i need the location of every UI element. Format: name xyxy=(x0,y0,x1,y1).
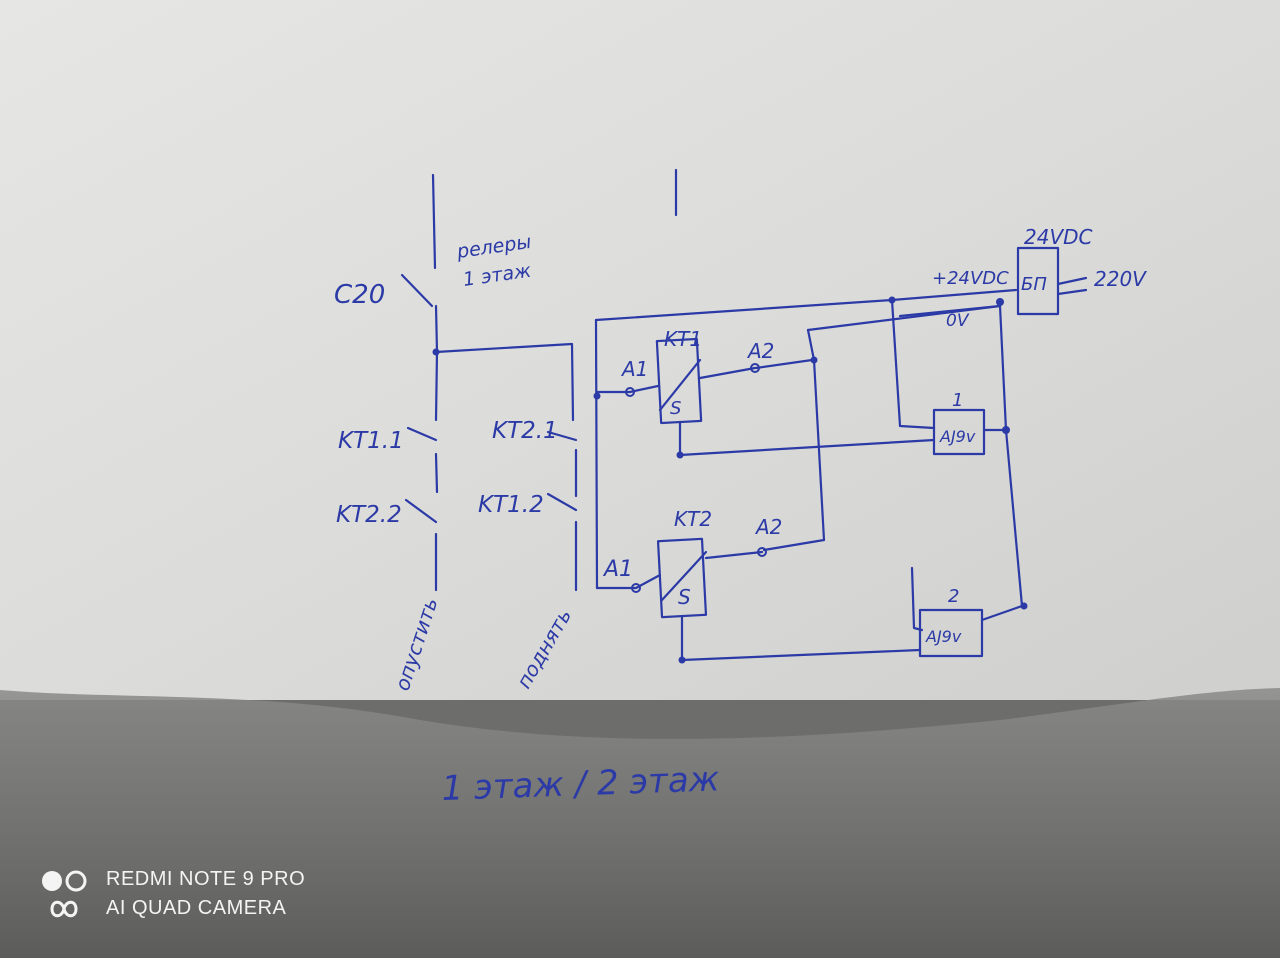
paper-sheet xyxy=(0,0,1280,700)
junctions xyxy=(432,296,1028,664)
contact-kt2-1-label: KT2.1 xyxy=(492,418,558,444)
relay-kt2-a1: A1 xyxy=(602,557,633,582)
terminals xyxy=(625,363,767,593)
camera-watermark: REDMI NOTE 9 PRO AI QUAD CAMERA xyxy=(40,866,340,926)
relay-kt1-coil: S xyxy=(670,398,681,419)
watermark-model: REDMI NOTE 9 PRO xyxy=(106,868,306,890)
contact-kt1-1-label: KT1.1 xyxy=(338,428,404,454)
sensor-1-number: 1 xyxy=(952,390,963,411)
sensor-1-label: AJ9v xyxy=(939,427,976,446)
floor-caption: 1 этаж / 2 этаж xyxy=(441,759,720,809)
psu-zero-output: 0V xyxy=(946,311,970,331)
psu-title: 24VDC xyxy=(1024,225,1093,249)
relay-kt1-label: KT1 xyxy=(664,327,702,351)
watermark-camera: AI QUAD CAMERA xyxy=(106,897,287,919)
quad-camera-icon xyxy=(42,870,87,918)
psu-label: БП xyxy=(1021,274,1047,295)
breaker-label: C20 xyxy=(334,280,385,310)
psu-input: 220V xyxy=(1094,267,1147,291)
sensor-2-number: 2 xyxy=(948,586,959,607)
sensor-2-label: AJ9v xyxy=(925,627,962,646)
relay-kt1-a2: A2 xyxy=(746,339,774,363)
relay-kt2-a2: A2 xyxy=(754,515,782,539)
contact-kt1-2-label: KT1.2 xyxy=(478,492,544,518)
relay-kt1-a1: A1 xyxy=(620,357,648,381)
hand-shadow xyxy=(0,688,1280,958)
relay-kt2-label: KT2 xyxy=(674,507,712,531)
psu-plus-output: +24VDC xyxy=(932,268,1009,289)
relay-kt2-coil: S xyxy=(678,585,691,609)
contact-kt2-2-label: KT2.2 xyxy=(336,502,402,528)
